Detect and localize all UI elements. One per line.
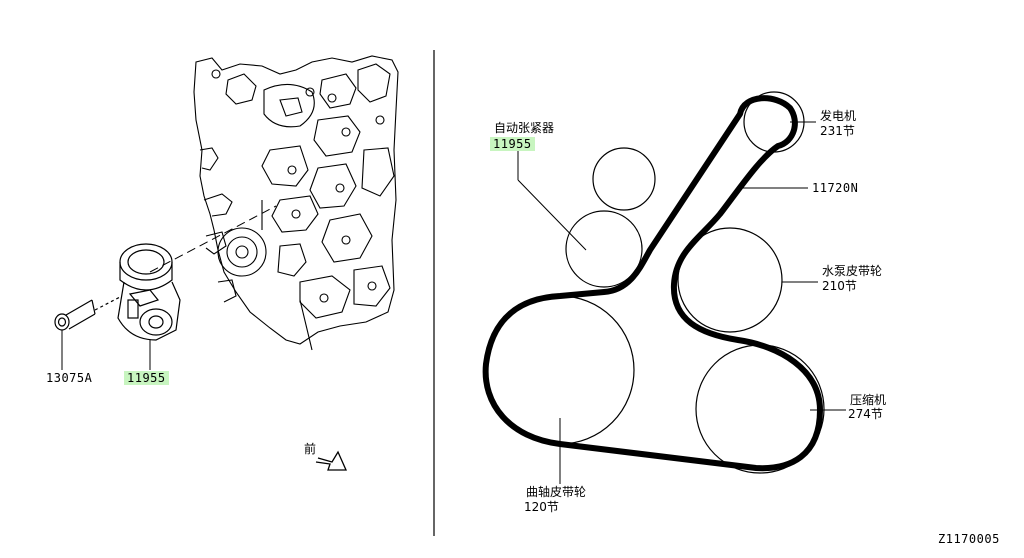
label-water-pump-name: 水泵皮带轮 — [822, 264, 883, 278]
pulley-idler-top — [592, 147, 656, 211]
label-belt-part[interactable]: 11720N — [812, 181, 859, 195]
pulley-tensioner — [565, 210, 643, 288]
label-front: 前 — [304, 442, 317, 456]
leader-line-tensioner-right-b — [517, 179, 587, 251]
label-tensioner-name: 自动张紧器 — [494, 121, 555, 135]
mounting-guide-line — [149, 205, 277, 273]
label-tensioner-part-left[interactable]: 11955 — [124, 371, 169, 385]
front-arrow-icon — [315, 450, 348, 471]
label-tensioner-part-right[interactable]: 11955 — [490, 137, 535, 151]
label-compressor-count: 274节 — [848, 407, 883, 421]
label-bolt-part: 13075A — [46, 371, 93, 385]
pulley-water-pump — [677, 227, 783, 333]
label-crankshaft-name: 曲轴皮带轮 — [526, 485, 587, 499]
figure-id: Z1170005 — [938, 532, 1000, 546]
label-water-pump-count: 210节 — [822, 279, 857, 293]
label-crankshaft-count: 120节 — [524, 500, 559, 514]
label-alternator-name: 发电机 — [820, 109, 857, 123]
label-alternator-count: 231节 — [820, 124, 855, 138]
tensioner-assembly-drawing — [117, 243, 181, 341]
drive-belt-path — [482, 95, 823, 472]
engine-block-drawing — [193, 55, 399, 351]
bolt-drawing — [54, 296, 121, 331]
label-compressor-name: 压缩机 — [850, 393, 887, 407]
